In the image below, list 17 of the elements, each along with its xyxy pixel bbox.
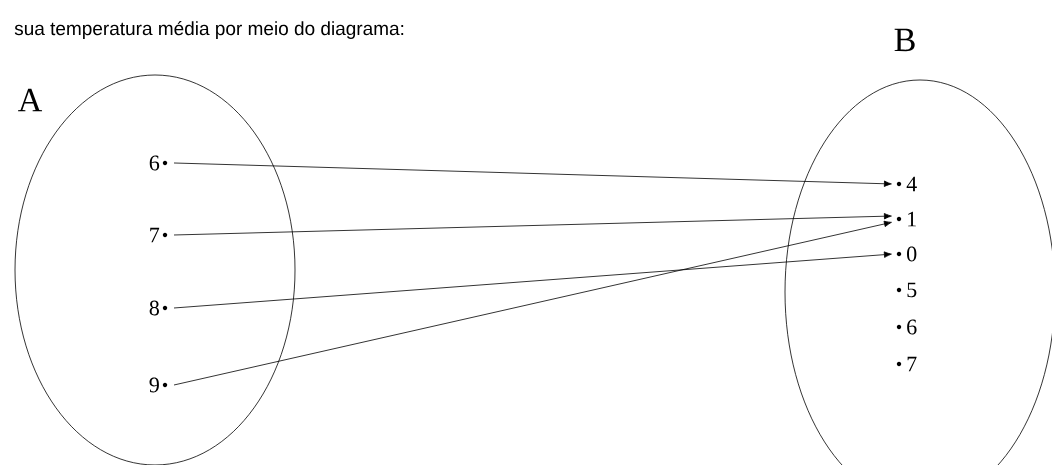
element-label: 0 — [907, 246, 917, 262]
element-label: 4 — [906, 176, 917, 192]
element-label: 6 — [907, 319, 917, 335]
element-label: 8 — [149, 300, 159, 316]
element-label: 9 — [149, 377, 159, 393]
set-label: B — [894, 28, 915, 52]
arrow — [173, 251, 892, 309]
set-label: A — [18, 88, 43, 112]
arrow — [173, 220, 892, 386]
arrow — [173, 213, 892, 236]
arrow — [173, 162, 892, 187]
heading-text: sua temperatura média por meio do diagrama: — [14, 21, 404, 39]
element-label: 1 — [908, 211, 916, 227]
element-label: 7 — [150, 227, 160, 243]
element-label: 7 — [907, 356, 917, 372]
element-label: 6 — [149, 155, 160, 171]
element-label: 5 — [907, 282, 917, 298]
